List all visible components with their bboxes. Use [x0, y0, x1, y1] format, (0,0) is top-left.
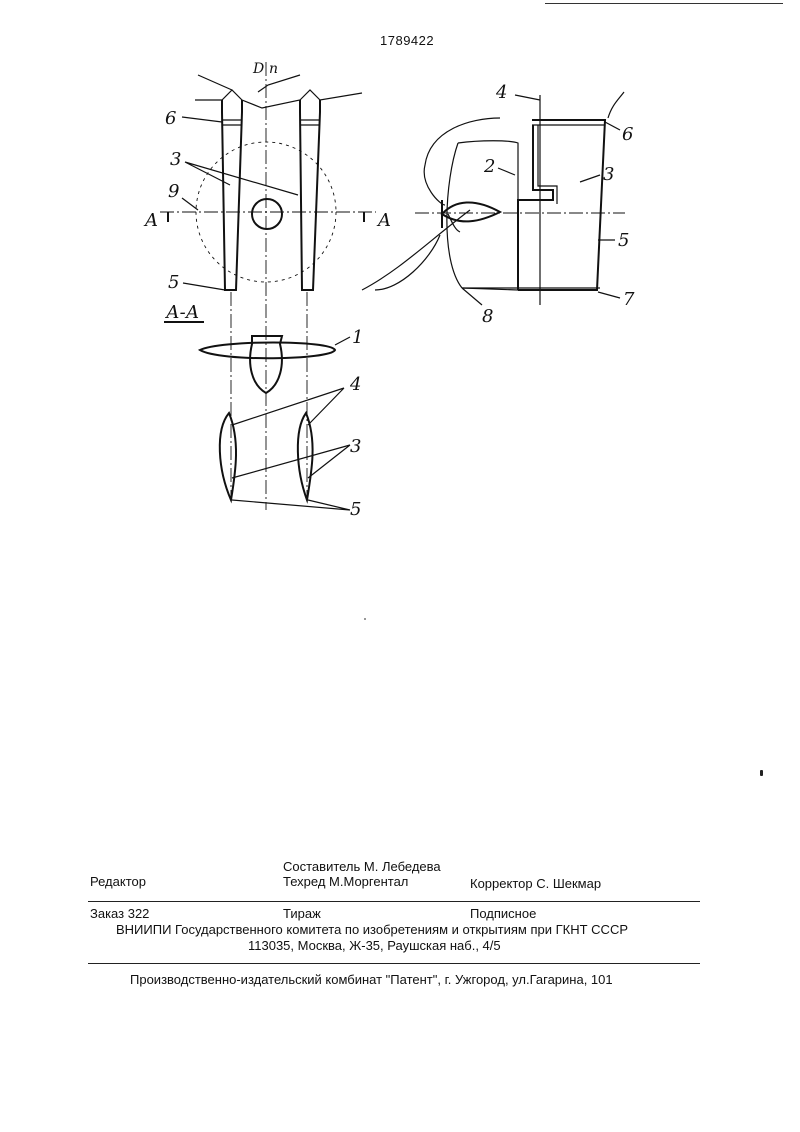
side-propeller-tip: [447, 213, 461, 233]
axis-label-p: п: [269, 61, 278, 77]
part-label-5: 5: [168, 272, 179, 293]
propeller-blade-section: [197, 341, 337, 360]
leader-3: [184, 161, 299, 196]
publisher-line: Производственно-издательский комбинат "П…: [130, 972, 613, 987]
leader-5: [182, 282, 226, 291]
hub-circle: [251, 198, 283, 230]
section-label-5: 5: [350, 499, 361, 520]
leader-1: [334, 336, 351, 346]
blade-slot-inner: [537, 125, 558, 204]
editor-label: Редактор: [90, 874, 146, 889]
side-label-4: 4: [495, 82, 507, 103]
part-label-6: 6: [165, 108, 176, 129]
section-label-1: 1: [352, 327, 363, 348]
axis-label-d: D: [252, 61, 264, 77]
address-line: 113035, Москва, Ж-35, Раушская наб., 4/5: [248, 938, 501, 953]
section-mark-right: A: [376, 210, 391, 231]
side-label-2: 2: [483, 156, 495, 177]
leader-5-section: [231, 499, 351, 511]
side-label-3: 3: [603, 164, 614, 185]
order-line: Заказ 322: [90, 906, 150, 921]
leader-side-7: [597, 291, 621, 299]
top-edge-line-right: [257, 74, 301, 93]
compiler-line: Составитель М. Лебедева: [283, 859, 441, 874]
top-edge-rule: [545, 3, 783, 4]
side-view: 4 6 2 3 5 7 8: [374, 82, 635, 327]
outer-edge-curve: [607, 91, 625, 119]
left-blade-outline: [221, 100, 243, 291]
side-label-7: 7: [623, 289, 635, 310]
circulation-line: Тираж: [283, 906, 321, 921]
propeller-hub-section: [249, 335, 284, 395]
corrector-line: Корректор С. Шекмар: [470, 876, 602, 891]
front-view: D п 6 3 9 5 A A: [143, 61, 471, 510]
leader-side-4: [514, 94, 541, 101]
scan-mark: [760, 770, 763, 776]
section-mark-left: A: [143, 210, 158, 231]
blade-body-outline: [518, 119, 607, 291]
part-label-9: 9: [168, 181, 179, 202]
section-label-4: 4: [349, 374, 361, 395]
side-label-6: 6: [622, 124, 633, 145]
blade-slot-outline: [517, 125, 554, 290]
imprint-rule-top: [88, 901, 700, 902]
leader-side-6: [604, 121, 621, 131]
leader-side-8: [461, 287, 483, 306]
leader-6: [181, 116, 223, 123]
side-label-8: 8: [482, 306, 493, 327]
section-arrows: [167, 212, 365, 222]
part-label-3: 3: [170, 149, 181, 170]
institute-line: ВНИИПИ Государственного комитета по изоб…: [116, 922, 629, 937]
leader-3-section: [231, 444, 351, 479]
patent-number: 1789422: [380, 33, 435, 48]
right-blade-profile: [296, 410, 314, 504]
hub-body-outline: [457, 140, 519, 291]
left-blade-profile: [218, 411, 237, 504]
side-label-5: 5: [618, 230, 629, 251]
techred-line: Техред М.Моргентал: [283, 874, 409, 889]
leader-side-3: [579, 174, 601, 183]
section-label-3: 3: [350, 436, 361, 457]
hub-front-curve: [446, 142, 463, 289]
leader-4: [231, 387, 345, 426]
section-title: А-А: [164, 302, 199, 323]
right-blade-outline: [299, 100, 321, 291]
scan-speck: [364, 618, 366, 620]
section-view: А-А 1 4 3 5: [164, 302, 363, 520]
shell-top-curve: [423, 117, 501, 206]
subscription-line: Подписное: [470, 906, 537, 921]
shell-bottom-curve: [374, 234, 441, 291]
imprint-rule-bottom: [88, 963, 700, 964]
leader-side-2: [497, 167, 516, 176]
top-edge-line: [195, 74, 363, 109]
side-propeller: [440, 200, 503, 228]
leader-9: [181, 197, 199, 211]
